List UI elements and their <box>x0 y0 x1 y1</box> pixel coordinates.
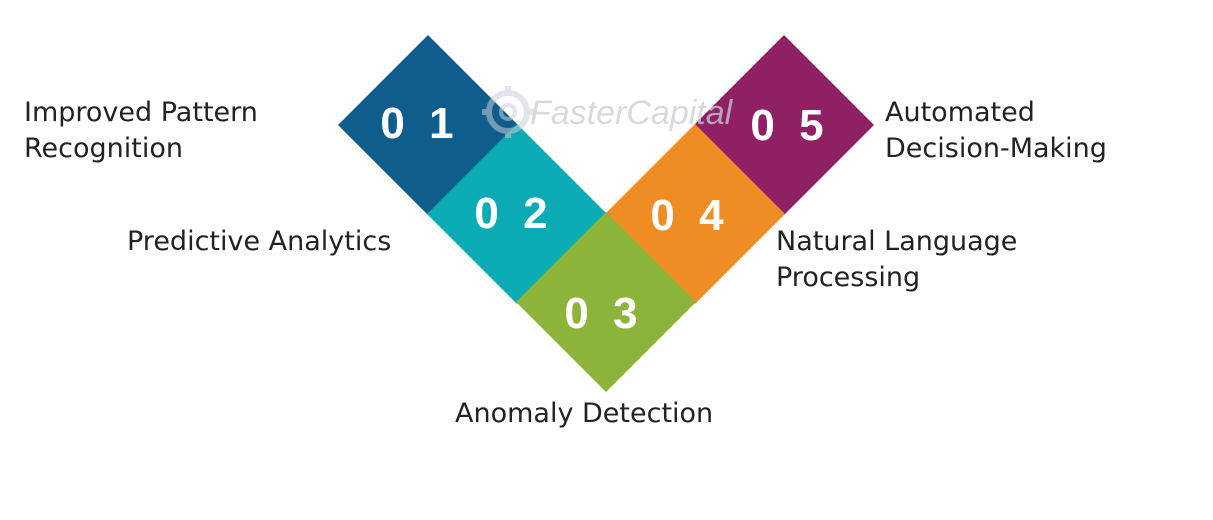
gear-icon <box>482 86 534 138</box>
watermark-text: FasterCapital <box>530 94 734 132</box>
label-step-4-line-2: Processing <box>776 262 921 293</box>
label-step-2: Predictive Analytics <box>127 224 391 260</box>
watermark: FasterCapital <box>482 86 734 138</box>
label-step-2-line-1: Predictive Analytics <box>127 226 392 257</box>
label-step-1-line-1: Improved Pattern <box>24 97 258 128</box>
puzzle-tiles <box>338 35 874 392</box>
label-step-5-line-2: Decision-Making <box>885 133 1107 164</box>
tile-step-3 <box>516 212 696 392</box>
step-number-5: 0 5 <box>750 101 829 150</box>
label-step-5: Automated Decision-Making <box>885 95 1107 167</box>
label-step-1: Improved Pattern Recognition <box>24 95 258 167</box>
step-numbers: 0 1 0 2 0 30 4 0 5 <box>380 99 829 338</box>
step-number-4: 0 4 <box>650 191 729 240</box>
step-number-2: 0 2 <box>474 189 553 238</box>
label-step-4-line-1: Natural Language <box>776 226 1018 257</box>
step-number-3: 0 3 <box>564 289 643 338</box>
label-step-4: Natural Language Processing <box>776 224 1017 296</box>
label-step-1-line-2: Recognition <box>24 133 183 164</box>
label-step-5-line-1: Automated <box>885 97 1035 128</box>
label-step-3-line-1: Anomaly Detection <box>455 398 714 429</box>
step-number-1: 0 1 <box>380 99 459 148</box>
label-step-3: Anomaly Detection <box>455 396 713 432</box>
